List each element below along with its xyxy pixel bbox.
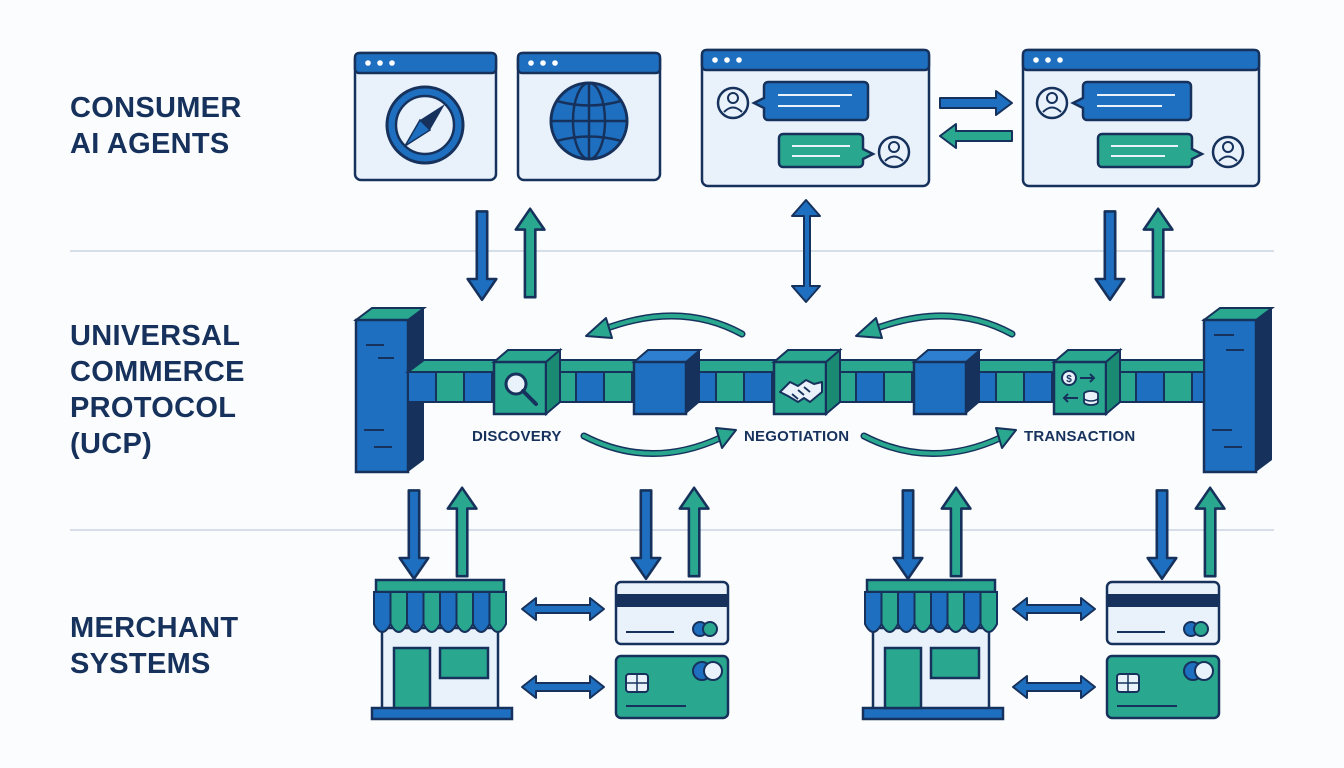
lane-label-merchant: MERCHANT SYSTEMS [70, 610, 238, 682]
pipe-segment [1191, 371, 1205, 403]
lane-label-line: PROTOCOL [70, 392, 237, 424]
lane-label-consumer: CONSUMER AI AGENTS [70, 90, 242, 162]
protocol-merchant-arrows-4 [1146, 486, 1226, 581]
agents-protocol-arrow-single [791, 199, 821, 303]
card-reader-icon [1105, 580, 1221, 646]
pipe-segment [575, 371, 605, 403]
discovery-block [491, 347, 563, 417]
pipe-block-2 [911, 349, 983, 416]
lane-label-line: AI AGENTS [70, 128, 230, 160]
return-arrow-2 [855, 312, 1016, 339]
chat-bubbles-icon [1035, 80, 1245, 169]
globe-icon [549, 81, 629, 161]
pipe-segment [743, 371, 773, 403]
forward-arrow-1 [580, 427, 737, 457]
pipe-segment [995, 371, 1025, 403]
storefront-icon [370, 578, 514, 721]
lane-label-line: (UCP) [70, 428, 153, 460]
pipe-block-1 [631, 349, 703, 416]
pipe-segment [883, 371, 913, 403]
chat-agent-right [1021, 48, 1261, 188]
pipe-segment [463, 371, 493, 403]
payment-card-icon [1105, 654, 1221, 720]
chat-exchange-arrows [939, 90, 1013, 149]
stage-label-transaction: TRANSACTION [1024, 428, 1136, 445]
agents-protocol-arrows-1 [466, 207, 546, 302]
forward-arrow-2 [860, 427, 1017, 457]
exchange-arrow [521, 597, 605, 621]
merchant-right [861, 578, 1221, 721]
return-arrow-1 [585, 312, 746, 339]
payment-card-icon [614, 654, 730, 720]
card-reader-icon [614, 580, 730, 646]
pipe-segment [715, 371, 745, 403]
svg-text:$: $ [1066, 374, 1072, 385]
lane-label-line: CONSUMER [70, 92, 242, 124]
handshake-icon [779, 379, 823, 403]
protocol-merchant-arrows-1 [398, 486, 478, 581]
lane-label-protocol: UNIVERSAL COMMERCE PROTOCOL (UCP) [70, 318, 245, 462]
lane-label-line: UNIVERSAL [70, 320, 241, 352]
pipe-segment [603, 371, 633, 403]
stage-label-negotiation: NEGOTIATION [744, 428, 850, 445]
agents-protocol-arrows-2 [1094, 207, 1174, 302]
pipe-segment [1163, 371, 1193, 403]
negotiation-block [771, 347, 843, 417]
lane-label-line: COMMERCE [70, 356, 245, 388]
exchange-arrow [521, 675, 605, 699]
lane-label-line: SYSTEMS [70, 648, 211, 680]
protocol-merchant-arrows-2 [630, 486, 710, 581]
compass-icon [385, 85, 465, 165]
storefront-icon [861, 578, 1005, 721]
pipe-segment [1135, 371, 1165, 403]
merchant-left [370, 578, 730, 721]
chat-bubbles-icon [716, 80, 911, 169]
pipe-segment [435, 371, 465, 403]
currency-exchange-icon: $ [1061, 370, 1099, 406]
browser-agent-compass [353, 51, 498, 182]
exchange-arrow [1012, 597, 1096, 621]
right-pillar [1201, 307, 1275, 474]
browser-agent-globe [516, 51, 662, 182]
stage-label-discovery: DISCOVERY [472, 428, 562, 445]
exchange-arrow [1012, 675, 1096, 699]
pipe-segment [1023, 371, 1053, 403]
pipe-segment [407, 371, 437, 403]
chat-agent-left [700, 48, 931, 188]
magnifier-icon [504, 372, 538, 406]
protocol-merchant-arrows-3 [892, 486, 972, 581]
pipe-segment [855, 371, 885, 403]
transaction-block: $ [1051, 347, 1123, 417]
lane-label-line: MERCHANT [70, 612, 239, 644]
